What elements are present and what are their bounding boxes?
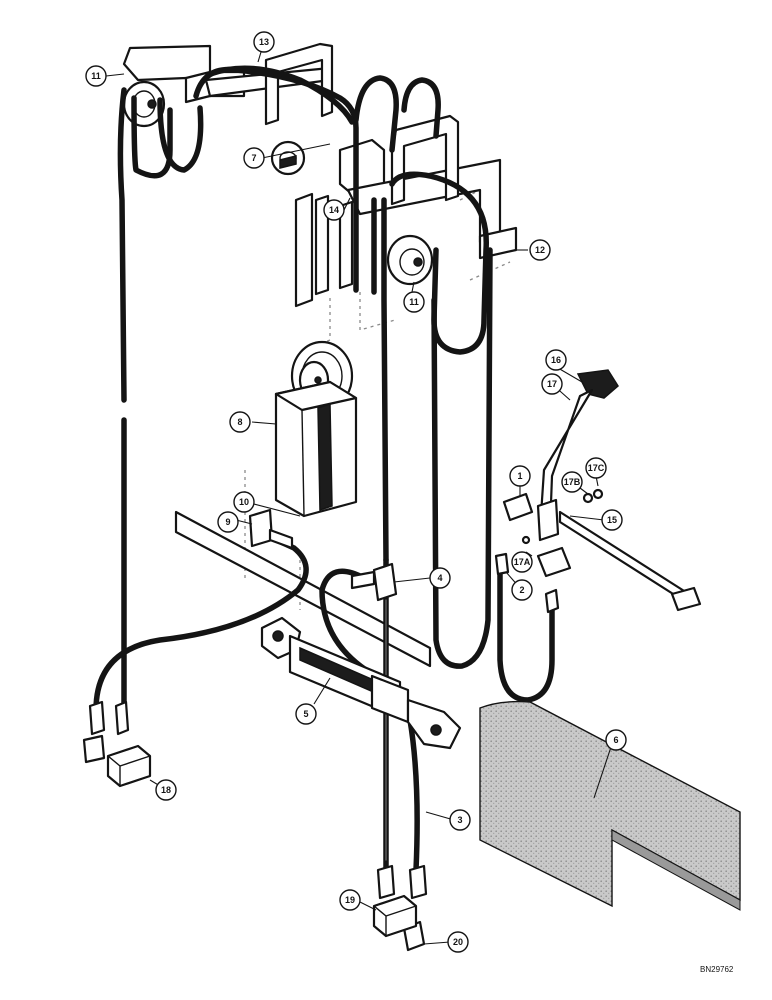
- callout-label: 15: [607, 515, 617, 525]
- callout-19: 19: [339, 889, 361, 911]
- callout-12: 12: [529, 239, 551, 261]
- callout-7: 7: [243, 147, 265, 169]
- callout-label: 3: [457, 815, 462, 825]
- callout-label: 1: [517, 471, 522, 481]
- callout-1: 1: [509, 465, 531, 487]
- control-valve-8: [274, 340, 358, 518]
- callout-label: 4: [437, 573, 442, 583]
- channel-strips: [294, 192, 354, 308]
- callout-10: 10: [233, 491, 255, 513]
- callout-label: 11: [91, 71, 101, 81]
- callout-17C: 17C: [585, 457, 607, 479]
- callout-label: 5: [303, 709, 308, 719]
- hose-clamp-7: [270, 140, 306, 176]
- callout-label: 7: [251, 153, 256, 163]
- callout-label: 16: [551, 355, 561, 365]
- callout-label: 14: [329, 205, 339, 215]
- callout-label: 6: [613, 735, 618, 745]
- callout-11-center: 11: [403, 291, 425, 313]
- callout-5: 5: [295, 703, 317, 725]
- callout-11-left: 11: [85, 65, 107, 87]
- callout-15: 15: [601, 509, 623, 531]
- callout-4: 4: [429, 567, 451, 589]
- drawing-number: BN29762: [700, 965, 734, 974]
- callout-3: 3: [449, 809, 471, 831]
- callout-16: 16: [545, 349, 567, 371]
- hydraulic-cylinder-5: [260, 616, 462, 750]
- callout-label: 12: [535, 245, 545, 255]
- callout-label: 17: [547, 379, 557, 389]
- guard-shield-6: [479, 700, 741, 911]
- control-lever-assembly: [502, 369, 702, 612]
- callout-17A: 17A: [511, 551, 533, 573]
- callout-label: 2: [519, 585, 524, 595]
- callout-8: 8: [229, 411, 251, 433]
- callout-label: 8: [237, 417, 242, 427]
- connector-blocks: [106, 744, 418, 938]
- center-bracket: [338, 114, 518, 260]
- callout-label: 20: [453, 937, 463, 947]
- callout-18: 18: [155, 779, 177, 801]
- callout-14: 14: [323, 199, 345, 221]
- callout-label: 19: [345, 895, 355, 905]
- callout-13: 13: [253, 31, 275, 53]
- callout-label: 17B: [564, 477, 581, 487]
- callout-label: 10: [239, 497, 249, 507]
- callout-label: 18: [161, 785, 171, 795]
- callout-label: 17A: [514, 557, 531, 567]
- callout-2: 2: [511, 579, 533, 601]
- callout-6: 6: [605, 729, 627, 751]
- callout-label: 11: [409, 297, 419, 307]
- callout-20: 20: [447, 931, 469, 953]
- callout-17B: 17B: [561, 471, 583, 493]
- callout-label: 17C: [588, 463, 605, 473]
- center-pulley: [386, 234, 434, 286]
- callout-17: 17: [541, 373, 563, 395]
- lower-cross-member: [174, 510, 432, 668]
- callout-9: 9: [217, 511, 239, 533]
- callout-label: 9: [225, 517, 230, 527]
- hydraulic-hoses: [93, 65, 555, 873]
- callout-label: 13: [259, 37, 269, 47]
